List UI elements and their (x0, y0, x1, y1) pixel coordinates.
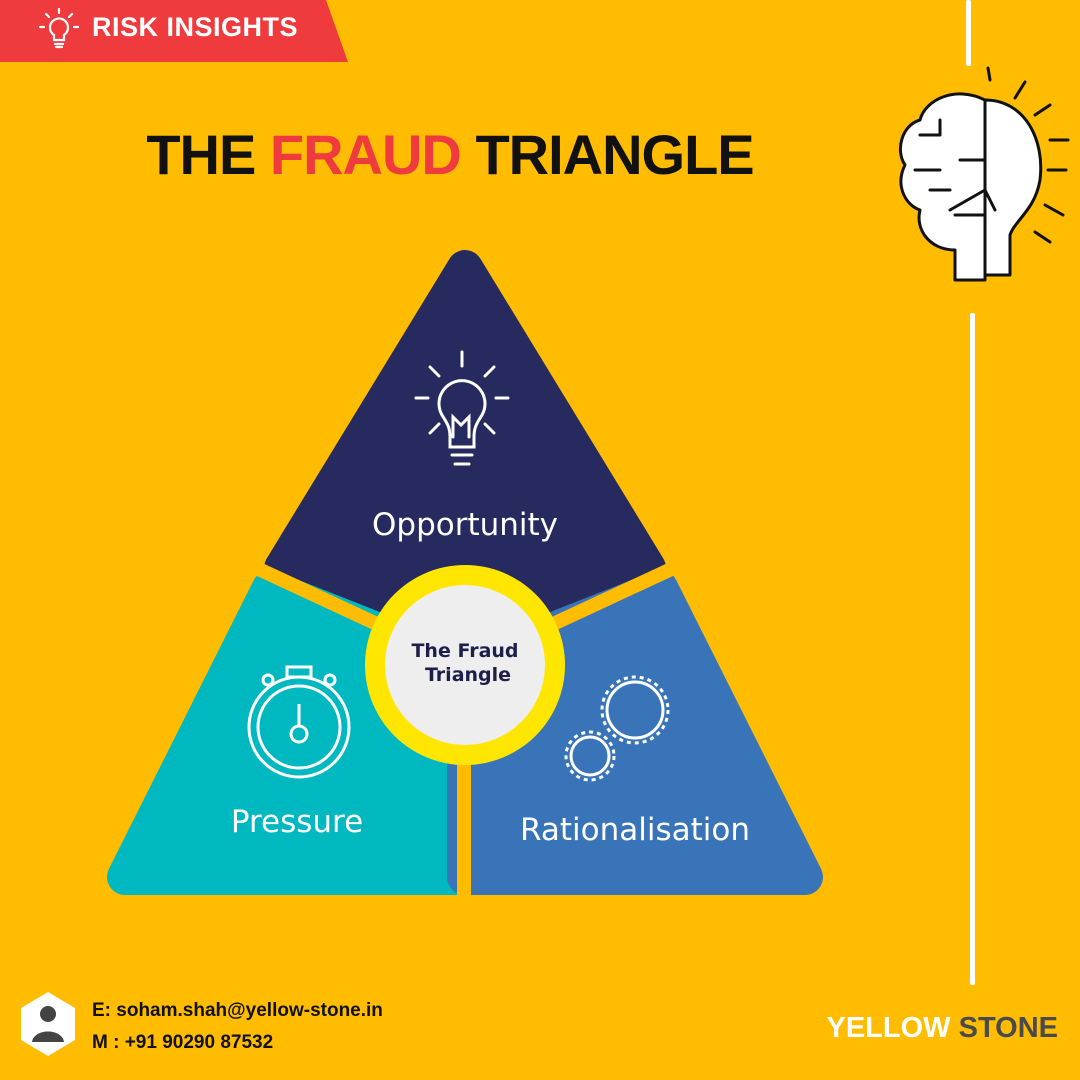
page-title: THE FRAUD TRIANGLE (146, 123, 754, 186)
lightbulb-icon (38, 7, 80, 49)
center-label-line1: The Fraud (411, 640, 518, 662)
stopwatch-icon (247, 665, 351, 779)
divider-line (970, 313, 975, 985)
center-label-line2: Triangle (425, 664, 511, 686)
divider-line-top (966, 0, 971, 66)
opportunity-label: Opportunity (372, 507, 558, 543)
lightbulb-icon (414, 350, 510, 466)
banner-label: RISK INSIGHTS (92, 12, 299, 42)
rationalisation-label: Rationalisation (520, 812, 750, 848)
brand-logo: YELLOW STONE (826, 1012, 1059, 1044)
contact-avatar-icon (21, 992, 75, 1056)
contact-phone[interactable]: M : +91 90290 87532 (92, 1032, 274, 1053)
contact-email[interactable]: E: soham.shah@yellow-stone.in (92, 1000, 383, 1021)
pressure-label: Pressure (231, 804, 363, 840)
gears-icon (564, 675, 670, 782)
